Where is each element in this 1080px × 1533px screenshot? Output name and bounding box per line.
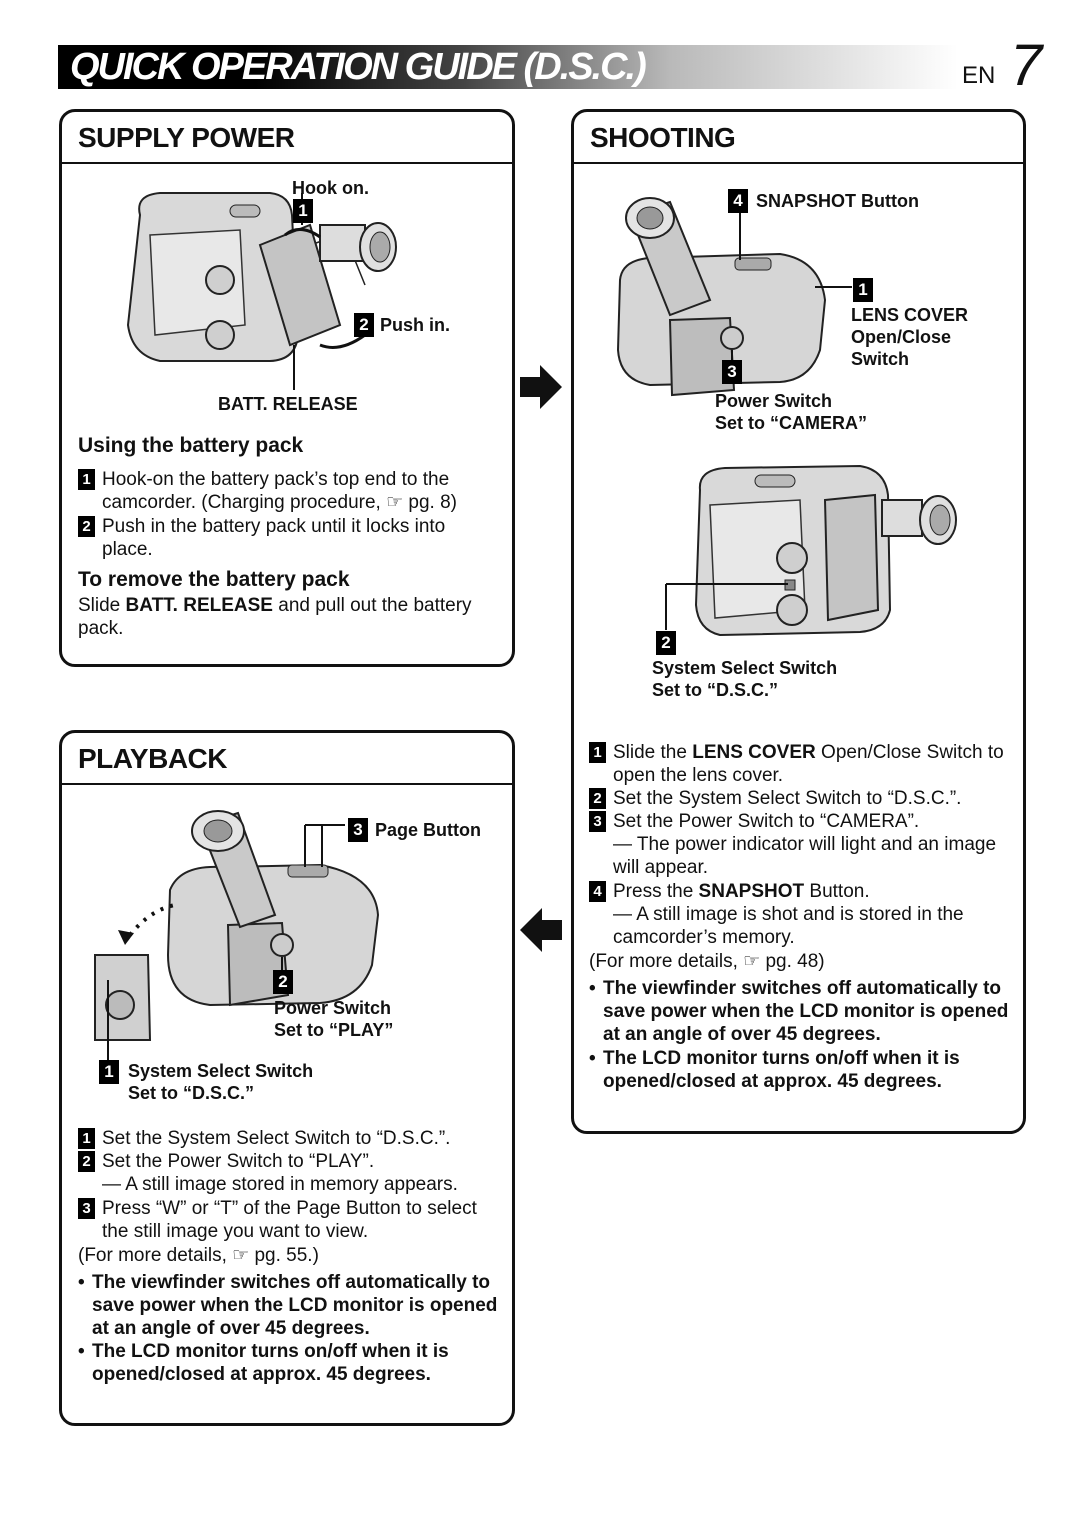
power-switch-setting: Set to “PLAY” <box>274 1020 394 1040</box>
step-number: 2 <box>589 788 606 809</box>
page-title: QUICK OPERATION GUIDE (D.S.C.) <box>70 46 647 88</box>
callout-4: 4 <box>728 189 748 213</box>
snapshot-button-label: SNAPSHOT Button <box>756 191 919 211</box>
camcorder-battery-illustration <box>126 192 397 390</box>
system-select-setting: Set to “D.S.C.” <box>128 1083 255 1103</box>
shooting-more-details: (For more details, ☞ pg. 48) <box>589 951 825 972</box>
system-select-label: System Select Switch <box>128 1061 314 1081</box>
lens-cover-label-2: Open/Close <box>851 327 952 347</box>
callout-1: 1 <box>99 1060 119 1084</box>
power-switch-label: Power Switch <box>274 998 392 1018</box>
remove-battery-text: Slide BATT. RELEASE and pull out the bat… <box>78 595 472 639</box>
callout-2: 2 <box>273 970 293 994</box>
arrow-right-icon <box>520 365 562 409</box>
divider <box>62 162 512 164</box>
step-number: 4 <box>589 881 606 902</box>
callout-3: 3 <box>722 360 742 384</box>
playback-note-1: The viewfinder switches off automaticall… <box>78 1271 498 1340</box>
step-number: 2 <box>78 1151 95 1172</box>
callout-3: 3 <box>348 818 368 842</box>
header-bar <box>58 45 958 89</box>
power-switch-setting: Set to “CAMERA” <box>715 413 867 433</box>
system-select-label: System Select Switch <box>652 658 838 678</box>
camcorder-side-illustration <box>665 464 957 637</box>
playback-note-2: The LCD monitor turns on/off when it is … <box>78 1340 498 1386</box>
batt-release-label: BATT. RELEASE <box>218 394 358 414</box>
camcorder-shooting-illustration <box>616 197 852 397</box>
shooting-note-1: The viewfinder switches off automaticall… <box>589 977 1009 1046</box>
callout-2: 2 <box>656 631 676 655</box>
shooting-note-2: The LCD monitor turns on/off when it is … <box>589 1047 1009 1093</box>
callout-1: 1 <box>293 199 313 223</box>
language-label: EN <box>962 62 996 89</box>
arrow-left-icon <box>520 908 562 952</box>
playback-more-details: (For more details, ☞ pg. 55.) <box>78 1245 319 1266</box>
camcorder-playback-illustration <box>94 810 380 1067</box>
step-number: 1 <box>78 1128 95 1149</box>
supply-power-title: SUPPLY POWER <box>78 122 295 153</box>
divider <box>62 783 512 785</box>
remove-battery-heading: To remove the battery pack <box>78 568 350 591</box>
step-number: 1 <box>589 742 606 763</box>
callout-1: 1 <box>853 278 873 302</box>
power-switch-label: Power Switch <box>715 391 833 411</box>
push-in-label: Push in. <box>380 315 451 335</box>
using-battery-heading: Using the battery pack <box>78 434 304 457</box>
divider <box>574 162 1023 164</box>
callout-2: 2 <box>354 313 374 337</box>
playback-title: PLAYBACK <box>78 743 228 774</box>
shooting-title: SHOOTING <box>590 122 736 153</box>
step-number: 1 <box>78 469 95 490</box>
step-number: 3 <box>589 811 606 832</box>
step-number: 3 <box>78 1198 95 1219</box>
page-button-label: Page Button <box>375 820 481 840</box>
lens-cover-label-1: LENS COVER <box>851 305 969 325</box>
lens-cover-label-3: Switch <box>851 349 910 369</box>
page-number: 7 <box>1010 33 1043 98</box>
step-number: 2 <box>78 516 95 537</box>
system-select-setting: Set to “D.S.C.” <box>652 680 779 700</box>
hook-on-label: Hook on. <box>292 178 369 198</box>
